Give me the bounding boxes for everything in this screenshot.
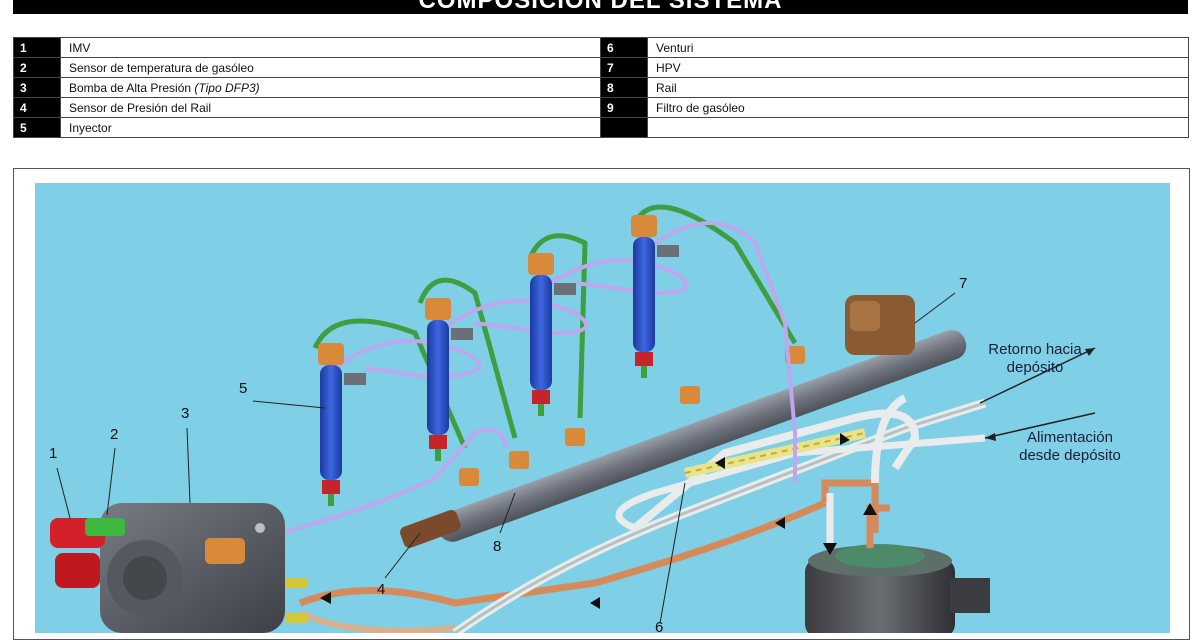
page-title: COMPOSICIÓN DEL SISTEMA (418, 0, 783, 14)
supply-label-line1: Alimentación (1027, 429, 1113, 446)
flow-arrow (775, 517, 785, 529)
rail-outlet (565, 428, 585, 446)
hpv-detail (850, 301, 880, 331)
callout-4: 4 (377, 581, 386, 598)
legend-label: Venturi (647, 37, 1189, 58)
return-label: Retorno hacia depósito (965, 341, 1105, 377)
legend-label: Inyector (60, 117, 601, 138)
venturi-loop (632, 409, 920, 532)
flow-arrow (590, 597, 600, 609)
legend-number: 5 (13, 117, 61, 138)
leader-4 (384, 532, 421, 579)
fuel-system-diagram: 1 2 3 4 5 6 7 8 Retorno hacia depósito A… (35, 183, 1170, 633)
injector-1 (318, 343, 366, 506)
rail (437, 329, 967, 542)
leader-7 (914, 292, 956, 324)
legend-label: HPV (647, 57, 1189, 78)
return-arrow-head (1085, 348, 1095, 356)
return-label-line1: Retorno hacia (988, 341, 1082, 358)
legend-label: Filtro de gasóleo (647, 97, 1189, 118)
injector-return-3 (548, 258, 689, 296)
legend-label: Rail (647, 77, 1189, 98)
injector-return-2 (443, 299, 589, 336)
hp-line-3 (527, 233, 588, 419)
flow-arrow (715, 457, 725, 469)
leader-3 (186, 427, 191, 504)
flow-arrow (840, 433, 850, 445)
callout-8: 8 (493, 538, 502, 555)
title-bar: COMPOSICIÓN DEL SISTEMA (13, 0, 1188, 14)
legend-number: 1 (13, 37, 61, 58)
injector-4 (631, 215, 679, 378)
legend-row: 1 IMV 6 Venturi (13, 37, 1189, 58)
supply-arrow-head (985, 433, 996, 441)
supply-label: Alimentación desde depósito (980, 429, 1160, 465)
legend-label: Bomba de Alta Presión (Tipo DFP3) (60, 77, 601, 98)
rail-outlet (459, 468, 479, 486)
return-line-core (454, 401, 986, 633)
legend-label (647, 117, 1189, 138)
legend-row: 5 Inyector (13, 117, 1189, 138)
supply-feed-line (615, 434, 986, 532)
high-pressure-pump (100, 503, 285, 633)
hp-line-1 (312, 318, 468, 449)
legend-row: 4 Sensor de Presión del Rail 9 Filtro de… (13, 97, 1189, 118)
hp-line-4 (632, 204, 798, 345)
legend-number: 8 (600, 77, 648, 98)
flow-arrow-down (823, 543, 837, 555)
callout-5: 5 (239, 380, 248, 397)
injector-return-1 (333, 339, 482, 381)
return-arrow (979, 347, 1096, 404)
pump-fitting (285, 613, 307, 623)
leader-6 (659, 482, 686, 624)
flow-arrow (320, 592, 331, 604)
supply-arrow (984, 412, 1096, 439)
supply-line (298, 499, 827, 607)
supply-label-line2: desde depósito (1019, 447, 1121, 464)
callout-3: 3 (181, 405, 190, 422)
fuel-temperature-sensor (85, 518, 125, 536)
hp-line-2 (417, 277, 518, 439)
legend-label: Sensor de temperatura de gasóleo (60, 57, 601, 78)
legend-number: 3 (13, 77, 61, 98)
callout-7: 7 (959, 275, 968, 292)
injector-3 (528, 253, 576, 416)
pump-fitting (285, 578, 307, 588)
rail-outlet (680, 386, 700, 404)
injector-return-4 (653, 221, 797, 483)
callout-1: 1 (49, 445, 58, 462)
rail-pressure-sensor (400, 510, 461, 548)
leader-1 (56, 467, 71, 519)
legend-number: 9 (600, 97, 648, 118)
legend-number: 7 (600, 57, 648, 78)
legend-row: 3 Bomba de Alta Presión (Tipo DFP3) 8 Ra… (13, 77, 1189, 98)
venturi-detail (684, 432, 866, 474)
legend-label: IMV (60, 37, 601, 58)
filter-return-line (871, 394, 908, 484)
leader-8 (499, 492, 516, 534)
legend-number (600, 117, 648, 138)
rail-outlet (509, 451, 529, 469)
legend-number: 4 (13, 97, 61, 118)
callout-6: 6 (655, 619, 664, 633)
pump-return-line (224, 428, 507, 550)
leader-2 (106, 447, 116, 516)
legend-number: 6 (600, 37, 648, 58)
legend-note: (Tipo DFP3) (194, 80, 260, 95)
return-label-line2: depósito (1006, 359, 1064, 376)
rail-body (437, 329, 967, 542)
supply-line-lower (298, 610, 456, 633)
leader-5 (252, 400, 326, 409)
flow-arrow-up (863, 503, 877, 515)
legend-table: 1 IMV 6 Venturi 2 Sensor de temperatura … (13, 37, 1189, 138)
legend-label: Sensor de Presión del Rail (60, 97, 601, 118)
legend-number: 2 (13, 57, 61, 78)
callout-2: 2 (110, 426, 119, 443)
injector-2 (425, 298, 473, 461)
legend-row: 2 Sensor de temperatura de gasóleo 7 HPV (13, 57, 1189, 78)
fuel-filter (805, 544, 990, 633)
diagram-drawing (50, 204, 1096, 633)
